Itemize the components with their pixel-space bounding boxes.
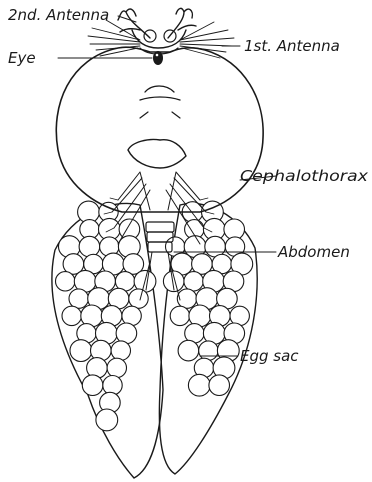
second-antenna-left-joint [144,30,156,42]
left-sac-egg [82,375,103,396]
right-sac-egg [178,340,199,361]
left-sac-egg [103,376,122,395]
first-antenna-right [180,22,234,58]
second-antennae [118,8,196,42]
head-cap [132,30,186,48]
abdomen-segment-1 [146,222,174,232]
leader-second-antenna [118,16,136,22]
egg-sacs [52,201,257,478]
left-sac-egg [107,358,126,377]
right-sac-egg [188,374,210,396]
egg-cluster-left [55,201,155,431]
eye-spot [153,51,163,65]
mouth-mark-left [140,112,148,118]
right-sac-egg [209,375,230,396]
right-sac-egg [184,272,203,291]
right-sac-egg [177,289,196,308]
label-cephalothorax: Cephalothorax [240,167,368,185]
right-sac-egg [199,341,218,360]
mouthparts-outline [128,139,186,168]
left-sac-egg [55,272,74,291]
label-second-antenna: 2nd. Antenna [8,6,109,24]
left-sac-egg [96,409,118,431]
left-sac-egg [69,289,88,308]
mouth-mark-lower [140,97,180,100]
label-eye: Eye [8,49,36,67]
left-sac-egg [62,306,81,325]
eye-group [153,51,163,65]
label-abdomen: Abdomen [277,243,350,261]
right-sac-egg [170,306,189,325]
left-sac-egg [111,341,130,360]
label-first-antenna: 1st. Antenna [244,37,340,55]
cephalothorax-outline [56,47,263,212]
mouth-mark-upper [145,86,174,92]
left-sac-egg [129,289,148,308]
left-sac-egg [70,340,92,362]
eye-highlight [156,54,159,57]
first-antenna-left [88,20,140,56]
left-sac-egg [79,236,100,257]
label-egg-sac: Egg sac [240,347,299,365]
mouth-mark-right [172,112,180,118]
